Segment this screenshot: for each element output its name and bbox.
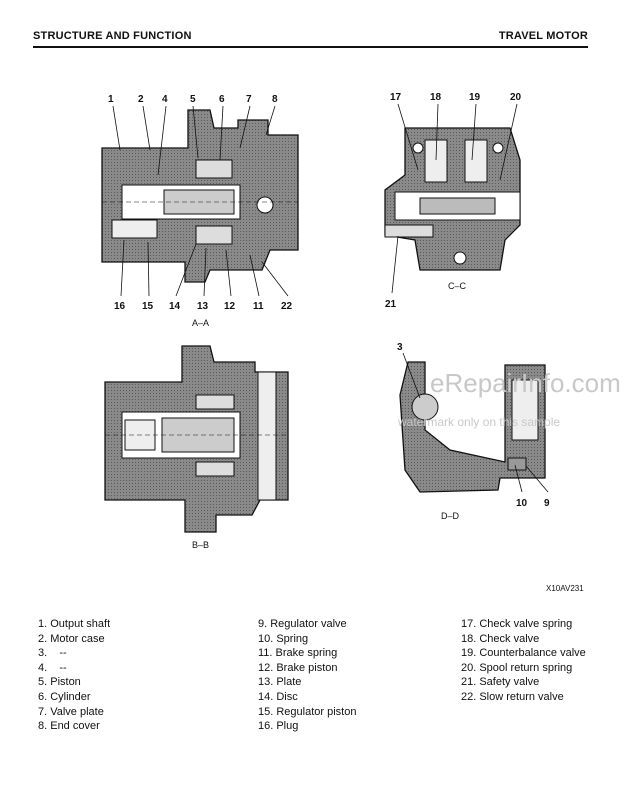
aa-callout: 1 [108,94,114,105]
dd-callout: 9 [544,498,550,509]
list-item: 18. Check valve [461,632,540,645]
cc-callout: 21 [385,299,397,310]
aa-callout: 11 [253,301,264,312]
parts-list-col2: 9. Regulator valve 10. Spring 11. Brake … [258,617,356,734]
dd-section-label: D–D [441,511,460,521]
aa-section-label: A–A [192,318,209,328]
watermark-note: watermark only on this sample [397,415,560,429]
aa-callout: 7 [246,94,252,105]
section-title: STRUCTURE AND FUNCTION [33,30,192,42]
list-item: 2. Motor case [38,632,105,645]
cc-callout: 20 [510,92,522,103]
drawing-id: X10AV231 [546,584,584,593]
cc-section-label: C–C [448,281,467,291]
list-item: 6. Cylinder [38,690,91,703]
list-item: 19. Counterbalance valve [461,647,586,660]
aa-callout: 6 [219,94,225,105]
section-aa-drawing: 1 2 4 5 6 7 8 16 15 14 13 12 11 22 A–A [101,94,299,328]
page-header: STRUCTURE AND FUNCTION TRAVEL MOTOR [33,30,588,48]
section-bb-drawing: B–B [104,345,289,550]
aa-callout: 12 [224,301,236,312]
watermark-site: eRepairInfo.com [430,368,621,398]
aa-callout: 14 [169,301,181,312]
list-item: 12. Brake piston [258,661,338,674]
aa-callout: 5 [190,94,196,105]
section-dd-drawing: 3 10 9 D–D [397,342,550,521]
bb-section-label: B–B [192,540,209,550]
list-item: 8. End cover [38,720,100,733]
aa-callout: 16 [114,301,126,312]
list-item: 1. Output shaft [38,618,111,630]
aa-callout: 22 [281,301,293,312]
list-item: 13. Plate [258,676,302,689]
cc-callout: 19 [469,92,481,103]
dd-callout: 10 [516,498,528,509]
aa-callout: 13 [197,301,209,312]
list-item: 5. Piston [38,676,81,689]
list-item: 21. Safety valve [461,676,540,689]
list-item: 20. Spool return spring [461,661,573,674]
list-item: 15. Regulator piston [258,705,357,718]
list-item: 14. Disc [258,690,298,703]
list-item: 22. Slow return valve [461,690,564,703]
parts-list-col3: 17. Check valve spring 18. Check valve 1… [461,617,586,705]
dd-callout: 3 [397,342,403,353]
cc-callout: 18 [430,92,442,103]
list-item: 3. -- [38,647,67,660]
list-item: 10. Spring [258,632,309,645]
aa-callout: 8 [272,94,278,105]
cc-callout: 17 [390,92,402,103]
component-title: TRAVEL MOTOR [498,30,588,42]
list-item: 16. Plug [258,720,299,733]
list-item: 4. -- [38,661,67,674]
list-item: 9. Regulator valve [258,618,347,630]
aa-callout: 2 [138,94,144,105]
parts-list-col1: 1. Output shaft 2. Motor case 3. -- 4. -… [38,617,110,734]
list-item: 7. Valve plate [38,705,104,718]
list-item: 11. Brake spring [258,647,338,660]
section-cc-drawing: 17 18 19 20 21 C–C [384,92,522,310]
aa-callout: 15 [142,301,154,312]
travel-motor-drawings: 1 2 4 5 6 7 8 16 15 14 13 12 11 22 A–A [101,92,621,593]
list-item: 17. Check valve spring [461,618,573,630]
aa-callout: 4 [162,94,168,105]
